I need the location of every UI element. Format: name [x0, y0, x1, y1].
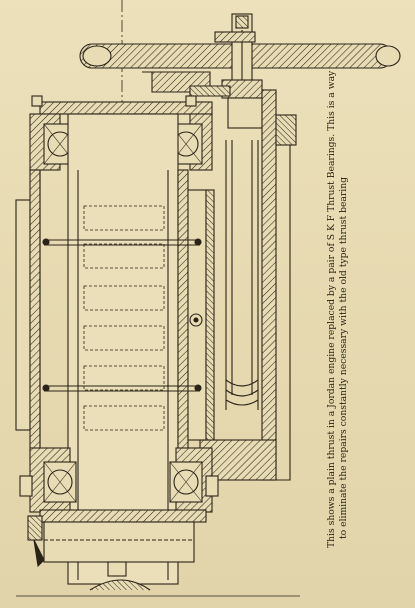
- main-shaft: [67, 113, 179, 585]
- shaft-end: [27, 515, 195, 591]
- lower-thrust-bearing-right: [169, 461, 203, 503]
- caption-line-1: This shows a plain thrust in a Jordan en…: [326, 70, 337, 548]
- caption-line-2: to eliminate the repairs constantly nece…: [337, 176, 349, 540]
- right-frame-wall: [199, 89, 297, 481]
- lower-thrust-bearing-left: [43, 461, 77, 503]
- adjusting-screw-stem: [214, 13, 263, 410]
- figure-caption: This shows a plain thrust in a Jordan en…: [326, 70, 349, 548]
- left-outer-shell: [15, 169, 41, 461]
- cross-bolts: [42, 238, 202, 392]
- rotor-bars: [83, 205, 165, 431]
